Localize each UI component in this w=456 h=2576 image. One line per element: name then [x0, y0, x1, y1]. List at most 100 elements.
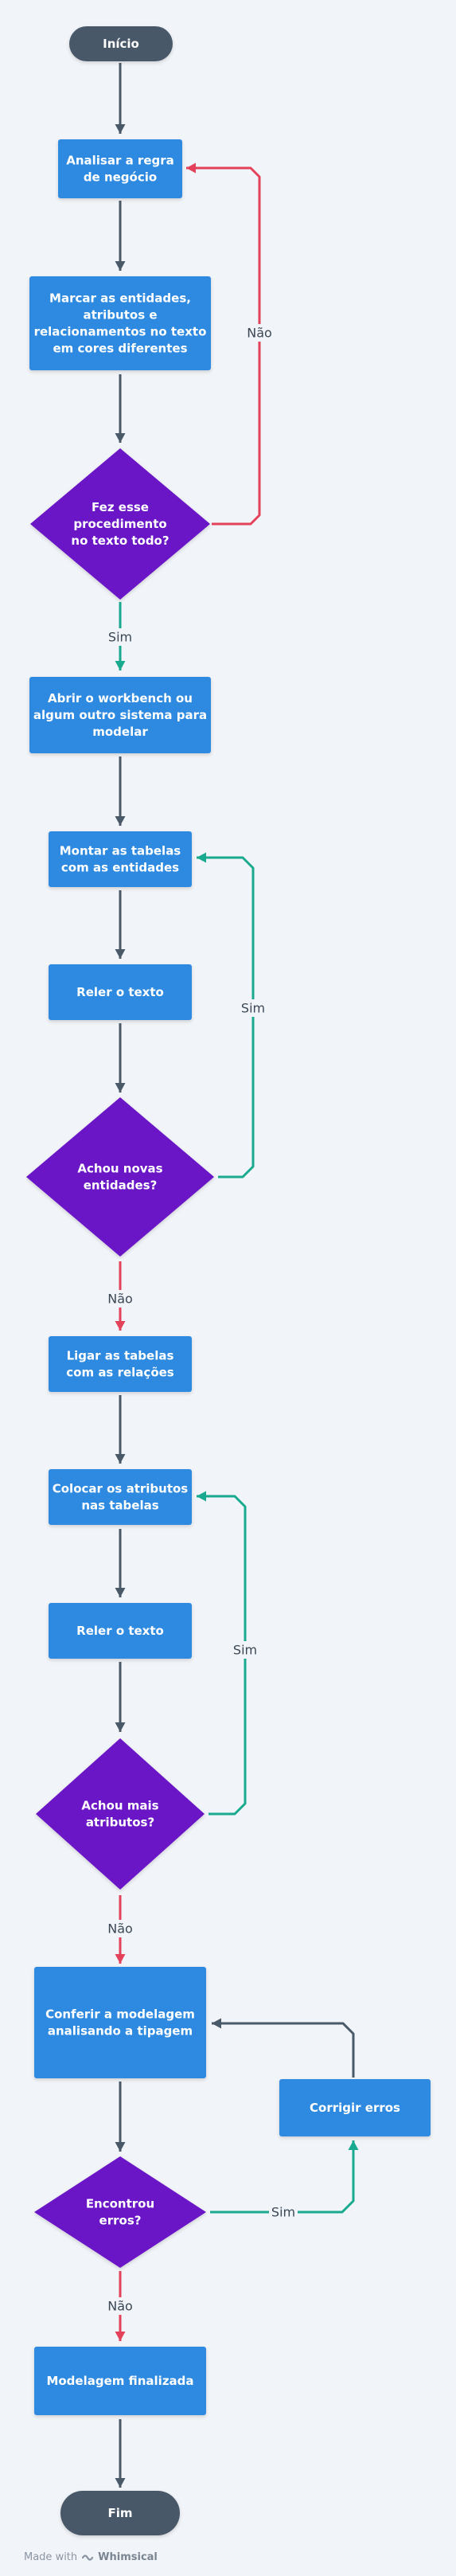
edge-label-text: Sim: [271, 2205, 295, 2220]
flowchart-edges: [115, 63, 359, 2488]
start-label-line: Início: [103, 37, 139, 51]
footer-brand: Whimsical: [98, 2551, 158, 2563]
edge-d3-yes-arrowhead: [197, 1491, 206, 1502]
edge-n3-n4-arrowhead: [115, 816, 126, 826]
n3-label-line: Abrir o workbench ou: [48, 691, 193, 706]
edge-n3-n4: [115, 756, 126, 826]
edge-n7-n8: [115, 1529, 126, 1597]
edge-d1-no-line: [186, 166, 261, 526]
d3-decision-diamond: [36, 1738, 205, 1890]
edge-label-bg: [106, 628, 134, 646]
edge-label-bg: [239, 999, 267, 1017]
node-d4: Encontrou erros?: [34, 2156, 206, 2268]
edge-label-bg: [269, 2203, 298, 2221]
edge-label-text: Não: [247, 326, 272, 341]
edge-d4-yes-arrowhead: [348, 2140, 359, 2150]
n2-label-line: relacionamentos no texto: [34, 325, 207, 339]
edge-start-n1: [115, 63, 126, 134]
edge-d2-yes-line: [197, 856, 255, 1179]
edge-d1-yes-arrowhead: [115, 661, 126, 670]
edge-n10-n9-arrowhead: [212, 2018, 221, 2029]
n1-label-line: de negócio: [84, 170, 157, 185]
edge-n8-d3: [115, 1662, 126, 1732]
n11-process-box: [34, 2347, 206, 2415]
n7-label-line: nas tabelas: [81, 1499, 158, 1513]
edge-d3-no-arrowhead: [115, 1954, 126, 1964]
n6-process-box: [49, 1336, 192, 1392]
edge-n5-d2-arrowhead: [115, 1083, 126, 1093]
footer-prefix: Made with: [24, 2551, 78, 2563]
edge-label-d3-no: Não: [106, 1920, 134, 1937]
d1-label-line: procedimento: [73, 517, 166, 531]
n2-label-line: em cores diferentes: [53, 342, 187, 356]
edge-label-text: Sim: [233, 1643, 257, 1658]
n2-process-box: [29, 276, 211, 370]
n4-label-line: Montar as tabelas: [60, 844, 181, 858]
edge-n6-n7: [115, 1395, 126, 1464]
edge-d1-no: [186, 162, 261, 526]
n9-label-line: analisando a tipagem: [48, 2024, 193, 2039]
edge-d2-yes: [197, 852, 255, 1179]
edge-n6-n7-arrowhead: [115, 1454, 126, 1464]
d4-decision-diamond: [34, 2156, 206, 2268]
edge-label-bg: [245, 324, 274, 342]
edge-d2-yes-arrowhead: [197, 852, 206, 863]
start-terminal-shape: [69, 26, 173, 61]
edge-n2-d1: [115, 374, 126, 443]
d4-label-line: Encontrou: [86, 2197, 154, 2211]
n8-label-line: Reler o texto: [76, 1624, 164, 1638]
node-n8: Reler o texto: [49, 1603, 192, 1659]
edge-n4-n5-arrowhead: [115, 949, 126, 959]
d1-decision-diamond: [30, 448, 210, 600]
edge-n7-n8-arrowhead: [115, 1588, 126, 1597]
d4-label-line: erros?: [99, 2214, 142, 2228]
edge-label-text: Não: [107, 2299, 133, 2314]
edge-n1-n2: [115, 201, 126, 271]
edge-d4-no-arrowhead: [115, 2332, 126, 2341]
edge-label-d2-yes: Sim: [239, 999, 267, 1017]
d2-label-line: entidades?: [84, 1179, 158, 1193]
d2-decision-diamond: [26, 1097, 214, 1257]
n9-label-line: Conferir a modelagem: [45, 2007, 195, 2022]
edge-label-bg: [231, 1641, 259, 1659]
edge-label-d4-no: Não: [106, 2297, 134, 2315]
edge-n11-end: [115, 2419, 126, 2488]
d1-label-line: no texto todo?: [71, 534, 169, 548]
n6-label-line: com as relações: [66, 1366, 174, 1380]
n5-process-box: [49, 964, 192, 1020]
n11-label-line: Modelagem finalizada: [46, 2374, 193, 2388]
node-n10: Corrigir erros: [279, 2079, 431, 2136]
edge-label-d4-yes: Sim: [269, 2203, 298, 2221]
edge-label-d1-no: Não: [245, 324, 274, 342]
edge-label-bg: [106, 1290, 134, 1308]
edge-n2-d1-arrowhead: [115, 433, 126, 443]
n3-label-line: modelar: [92, 725, 148, 739]
n2-label-line: atributos e: [83, 308, 157, 322]
n9-process-box: [34, 1967, 206, 2078]
n3-label-line: algum outro sistema para: [33, 708, 207, 722]
n7-process-box: [49, 1469, 192, 1525]
edge-n8-d3-arrowhead: [115, 1722, 126, 1732]
made-with-footer[interactable]: Made with Whimsical: [24, 2551, 158, 2563]
edge-n1-n2-arrowhead: [115, 261, 126, 271]
edge-n9-d4: [115, 2082, 126, 2152]
n5-label-line: Reler o texto: [76, 985, 164, 999]
node-n9: Conferir a modelagem analisando a tipagem: [34, 1967, 206, 2078]
edge-label-text: Não: [107, 1292, 133, 1307]
edge-label-text: Sim: [108, 630, 132, 645]
d3-label-line: Achou mais: [81, 1799, 158, 1813]
node-end: Fim: [60, 2491, 180, 2535]
edge-d1-no-arrowhead: [186, 162, 196, 174]
edge-n4-n5: [115, 890, 126, 959]
n1-process-box: [58, 139, 182, 198]
edge-n11-end-arrowhead: [115, 2478, 126, 2488]
